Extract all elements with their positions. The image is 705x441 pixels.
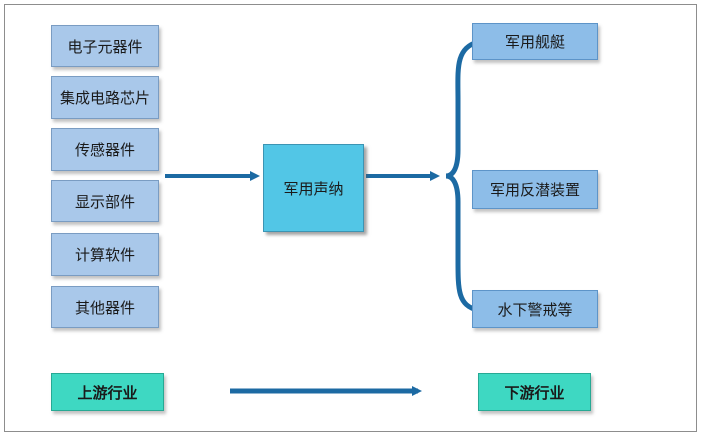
upstream-industry-tag: 上游行业 — [51, 373, 164, 411]
upstream-item-computing-software: 计算软件 — [51, 233, 159, 276]
center-node-military-sonar: 军用声纳 — [263, 144, 364, 232]
branch-brace — [445, 39, 479, 313]
upstream-item-ic-chips: 集成电路芯片 — [51, 76, 159, 119]
downstream-item-warships: 军用舰艇 — [472, 23, 598, 60]
downstream-item-underwater-surveillance: 水下警戒等 — [472, 290, 598, 328]
upstream-item-electronic-components: 电子元器件 — [51, 25, 159, 67]
upstream-item-other-devices: 其他器件 — [51, 286, 159, 328]
downstream-item-asw-equipment: 军用反潜装置 — [472, 170, 598, 209]
upstream-item-display-parts: 显示部件 — [51, 180, 159, 222]
downstream-industry-tag: 下游行业 — [478, 373, 591, 411]
upstream-item-sensors: 传感器件 — [51, 128, 159, 171]
